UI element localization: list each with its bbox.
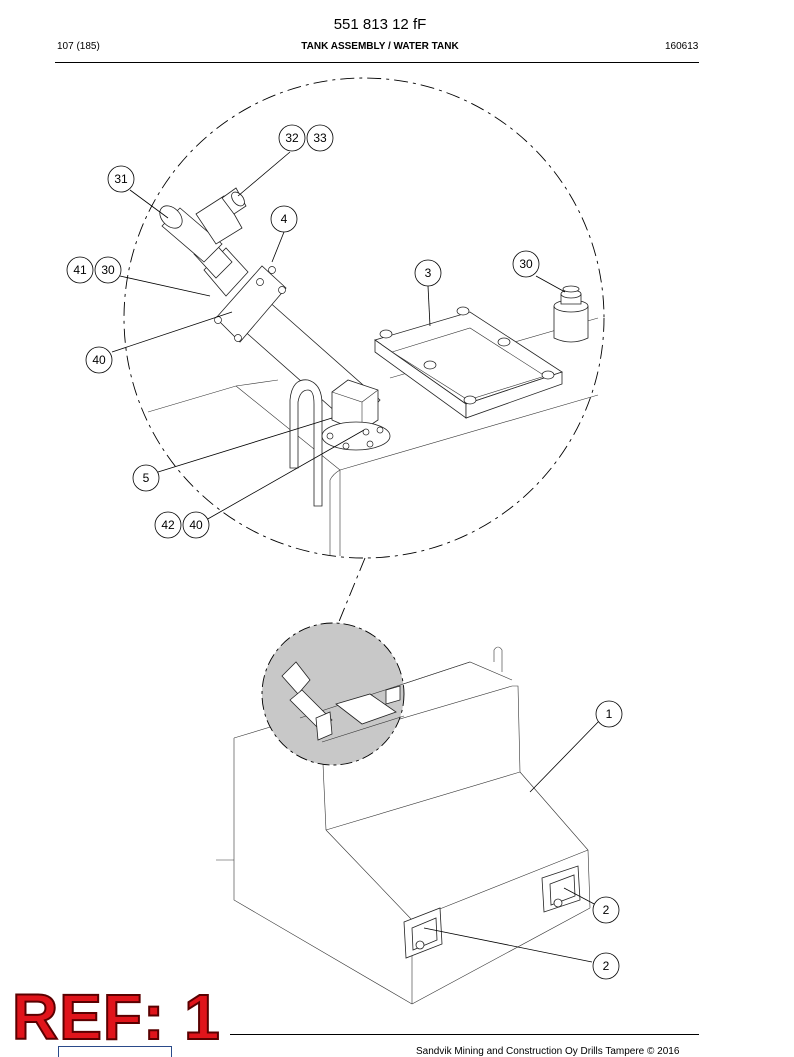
hatch-bolt [541,370,555,380]
callout-2[interactable]: 2 [592,952,620,980]
inspection-hatch [374,306,563,419]
svg-text:31: 31 [114,172,128,186]
svg-text:30: 30 [101,263,115,277]
callout-31[interactable]: 31 [107,165,135,193]
overview-highlight-zone [261,622,471,766]
hatch-bolt [423,360,437,370]
detail-leader-lines [111,151,566,521]
svg-text:41: 41 [73,263,87,277]
sensor-bolt [366,440,374,448]
callout-41[interactable]: 41 [66,256,94,284]
flange-bolt [256,278,264,286]
svg-text:32: 32 [285,131,299,145]
svg-text:2: 2 [603,903,610,917]
hatch-bolt [379,329,393,339]
fitting-right [553,285,589,343]
hatch-bolt [456,306,470,316]
sensor-bolt [342,442,350,450]
callout-1[interactable]: 1 [595,700,623,728]
callout-33[interactable]: 33 [306,124,334,152]
svg-text:4: 4 [281,212,288,226]
hatch-bolt [497,337,511,347]
hatch-bolt [463,395,477,405]
footer-rule [230,1034,699,1035]
callout-5[interactable]: 5 [132,464,160,492]
svg-text:40: 40 [189,518,203,532]
callout-30[interactable]: 30 [512,250,540,278]
detail-connector-line [337,557,366,625]
flange-bolt [278,286,286,294]
ref-stamp: REF: 1 [11,981,221,1053]
sensor-bolt [376,426,384,434]
footer-copyright: Sandvik Mining and Construction Oy Drill… [416,1046,680,1057]
svg-text:3: 3 [425,266,432,280]
sandvik-logo-fragment [58,1046,172,1057]
page-title: TANK ASSEMBLY / WATER TANK [301,41,459,52]
water-tank-overview [216,646,591,1005]
date-code: 160613 [665,41,699,52]
callout-4[interactable]: 4 [270,205,298,233]
callout-40[interactable]: 40 [85,346,113,374]
callout-2[interactable]: 2 [592,896,620,924]
svg-text:42: 42 [161,518,175,532]
header-rule [55,62,699,63]
page-number: 107 (185) [57,41,100,52]
svg-text:5: 5 [143,471,150,485]
svg-text:30: 30 [519,257,533,271]
callout-40[interactable]: 40 [182,511,210,539]
callout-42[interactable]: 42 [154,511,182,539]
callout-3[interactable]: 3 [414,259,442,287]
u-tube-sensor [289,379,391,507]
svg-text:2: 2 [603,959,610,973]
overview-leader-lines [423,719,601,963]
flange-bolt [234,334,242,342]
document-number: 551 813 12 fF [333,16,427,33]
flange-bolt [268,266,276,274]
detail-view-circle [123,77,605,559]
sensor-bolt [326,432,334,440]
callout-32[interactable]: 32 [278,124,306,152]
svg-text:40: 40 [92,353,106,367]
svg-text:33: 33 [313,131,327,145]
svg-text:1: 1 [606,707,613,721]
callout-30[interactable]: 30 [94,256,122,284]
sensor-bolt [362,428,370,436]
